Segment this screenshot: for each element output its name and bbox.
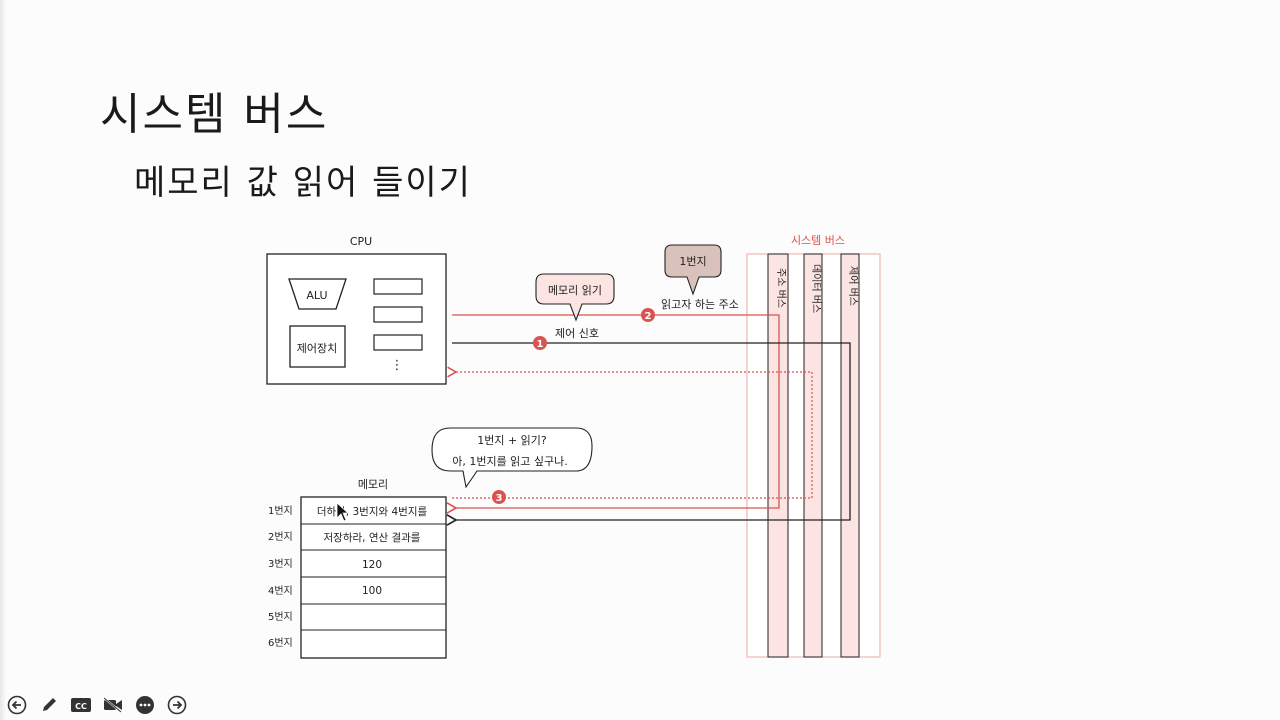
control-signal-line xyxy=(446,342,851,526)
system-bus-diagram: CPU ALU 제어장치 ⋮ 시스템 버스 주소 버스 데이터 버스 제어 버스… xyxy=(266,234,881,659)
slide-edge xyxy=(0,0,6,720)
step2-badge xyxy=(641,308,655,322)
memory-value: 더하라, 3번지와 4번지를 xyxy=(317,505,428,518)
control-bus-label: 제어 버스 xyxy=(847,266,859,306)
memory-address: 6번지 xyxy=(268,637,293,649)
forward-icon[interactable] xyxy=(164,692,190,718)
pen-icon[interactable] xyxy=(36,692,62,718)
address-bus-label: 주소 버스 xyxy=(775,268,787,308)
memory-address: 1번지 xyxy=(268,505,293,517)
cc-icon[interactable]: CC xyxy=(68,692,94,718)
step2-badge-text: 2 xyxy=(645,311,652,322)
memory-read-bubble-text: 메모리 읽기 xyxy=(548,284,602,297)
alu-shape xyxy=(288,278,347,310)
memory-thought-line1: 1번지 + 읽기? xyxy=(477,434,547,447)
alu-label: ALU xyxy=(306,289,327,302)
cpu-label: CPU xyxy=(350,235,372,248)
slide-subtitle: 메모리 값 읽어 들이기 xyxy=(134,163,472,203)
register-2 xyxy=(373,306,423,323)
memory-address: 5번지 xyxy=(268,611,293,623)
mouse-cursor-icon xyxy=(336,502,350,522)
data-return-line xyxy=(447,366,813,499)
address-bubble-text: 1번지 xyxy=(679,255,706,268)
memory-label: 메모리 xyxy=(358,478,388,491)
address-signal-line xyxy=(446,314,780,514)
step3-badge-text: 3 xyxy=(496,493,503,504)
presentation-toolbar: CC xyxy=(0,690,204,720)
register-ellipsis: ⋮ xyxy=(391,358,404,373)
data-bus-label: 데이터 버스 xyxy=(810,264,822,313)
data-bus-lane xyxy=(803,253,823,658)
step1-label: 제어 신호 xyxy=(555,327,599,340)
memory-address: 2번지 xyxy=(268,531,293,543)
memory-address: 4번지 xyxy=(268,585,293,597)
step1-badge xyxy=(533,336,547,350)
video-off-icon[interactable] xyxy=(100,692,126,718)
memory-value: 저장하라, 연산 결과를 xyxy=(324,531,421,544)
control-unit-label: 제어장치 xyxy=(297,342,337,355)
memory-value: 100 xyxy=(362,585,382,597)
back-icon[interactable] xyxy=(4,692,30,718)
step1-badge-text: 1 xyxy=(537,339,544,350)
address-bus-lane xyxy=(767,253,789,658)
step2-label: 읽고자 하는 주소 xyxy=(661,297,739,311)
register-1 xyxy=(373,278,423,295)
memory-thought-bubble xyxy=(431,427,593,489)
memory-read-bubble xyxy=(535,273,615,322)
memory-value: 120 xyxy=(362,559,382,571)
system-bus-label: 시스템 버스 xyxy=(791,234,845,247)
more-icon[interactable] xyxy=(132,692,158,718)
slide-title: 시스템 버스 xyxy=(100,89,329,140)
memory-thought-line2: 아, 1번지를 읽고 싶구나. xyxy=(452,455,568,468)
register-3 xyxy=(373,334,423,351)
svg-text:CC: CC xyxy=(75,702,87,711)
memory-address: 3번지 xyxy=(268,558,293,570)
step3-badge xyxy=(492,490,506,504)
address-bubble xyxy=(664,244,722,296)
control-unit-box xyxy=(289,325,346,368)
